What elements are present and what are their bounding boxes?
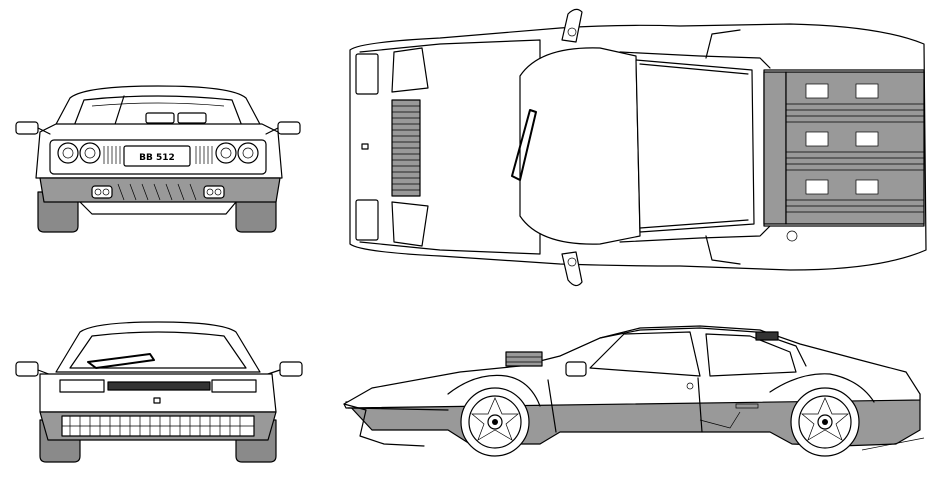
rear-light-left-outer: [57, 142, 79, 164]
top-windshield: [519, 47, 641, 245]
top-engine-louvers: [785, 71, 925, 225]
front-right-mirror: [279, 361, 303, 377]
front-roof: [55, 321, 261, 373]
side-window: [589, 331, 701, 377]
rear-roof: [53, 85, 263, 129]
rear-badge-text: BB 512: [139, 153, 175, 163]
rear-bumper: [39, 177, 281, 203]
top-view: [349, 8, 927, 287]
rear-light-left-inner: [79, 142, 101, 164]
top-right-mirror: [561, 251, 583, 287]
rear-left-mirror: [15, 121, 39, 135]
side-view: [343, 325, 925, 457]
rear-light-right-inner: [215, 142, 237, 164]
top-wiper: [511, 109, 537, 181]
side-greenhouse: [559, 327, 807, 367]
rear-badge-plate: [123, 145, 191, 167]
front-wiper: [87, 353, 155, 369]
rear-view: BB 512: [15, 85, 301, 233]
top-left-mirror: [561, 8, 583, 43]
front-hood-grille: [107, 381, 211, 391]
top-roof: [635, 59, 755, 233]
front-left-mirror: [15, 361, 39, 377]
front-right-headlight: [211, 379, 257, 393]
rear-right-mirror: [277, 121, 301, 135]
rear-window: [73, 95, 243, 127]
side-mirror: [565, 361, 587, 377]
rear-light-right-outer: [237, 142, 259, 164]
front-view: [15, 321, 303, 463]
front-windshield: [69, 331, 247, 369]
side-hood-vents: [505, 351, 543, 367]
front-left-headlight: [59, 379, 105, 393]
